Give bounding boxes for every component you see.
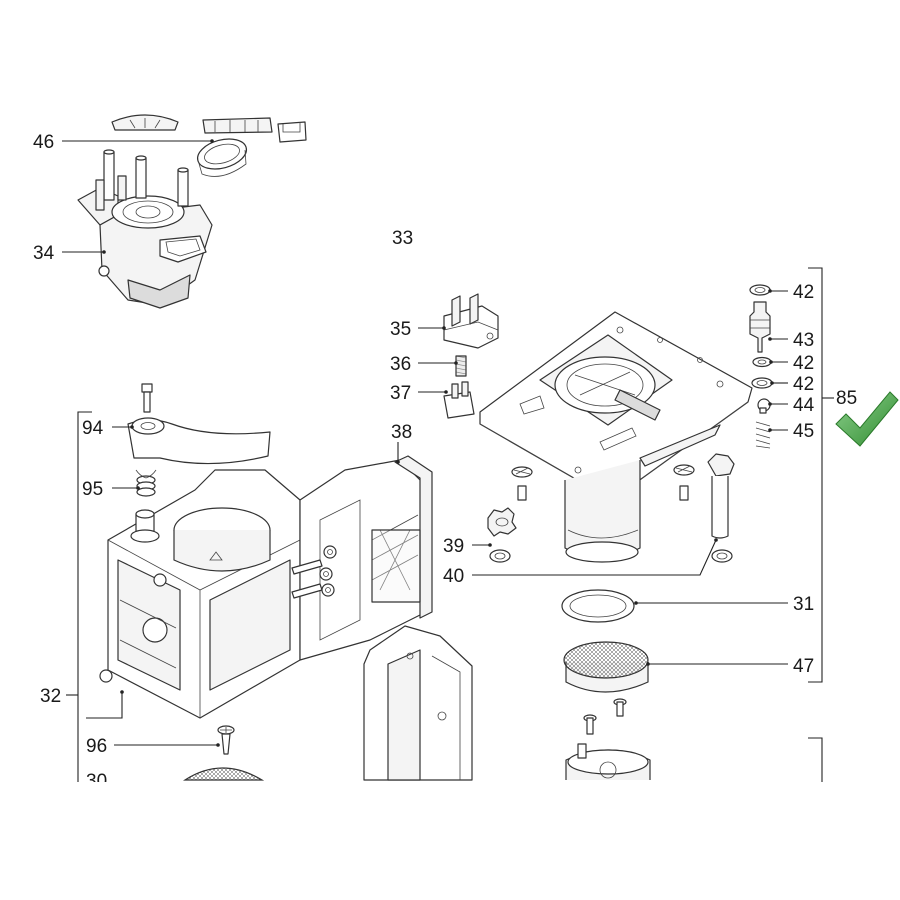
part-35-switch-bracket bbox=[443, 293, 499, 349]
callout-42-middle: 42 bbox=[793, 353, 814, 374]
frame-screws bbox=[291, 545, 337, 599]
bottom-crop-area bbox=[0, 782, 900, 900]
callout-95: 95 bbox=[82, 479, 103, 500]
part-96-screw bbox=[217, 725, 235, 755]
part-32-housing bbox=[99, 469, 301, 719]
part-47-mesh-filter bbox=[563, 641, 649, 693]
callout-31: 31 bbox=[793, 594, 814, 615]
main-cylinder bbox=[564, 460, 641, 563]
callout-96: 96 bbox=[86, 736, 107, 757]
callout-33: 33 bbox=[392, 228, 413, 249]
part-39-gear bbox=[487, 507, 517, 563]
callout-47: 47 bbox=[793, 656, 814, 677]
callout-37: 37 bbox=[390, 383, 411, 404]
leader-lines bbox=[62, 139, 834, 785]
main-mounting-plate bbox=[479, 311, 753, 501]
valve-stack-parts bbox=[749, 284, 773, 449]
small-fasteners bbox=[511, 464, 695, 501]
part-36-spring bbox=[455, 355, 467, 377]
callout-40: 40 bbox=[443, 566, 464, 587]
part-46-oval-seal bbox=[196, 138, 248, 177]
part-37-holder bbox=[443, 381, 475, 419]
callout-44: 44 bbox=[793, 395, 815, 416]
callout-36: 36 bbox=[390, 354, 411, 375]
filter-screws bbox=[583, 698, 627, 735]
callout-34: 34 bbox=[33, 243, 55, 264]
callout-38: 38 bbox=[391, 422, 412, 443]
callout-46: 46 bbox=[33, 132, 54, 153]
callout-42-bottom: 42 bbox=[793, 374, 814, 395]
top-partial-parts bbox=[111, 114, 307, 143]
bottom-right-motor bbox=[565, 743, 651, 780]
callout-42-top: 42 bbox=[793, 282, 814, 303]
callout-39: 39 bbox=[443, 536, 464, 557]
callout-35: 35 bbox=[390, 319, 411, 340]
part-38-side-frame bbox=[299, 455, 433, 661]
callout-43: 43 bbox=[793, 330, 814, 351]
callout-32: 32 bbox=[40, 686, 61, 707]
part-34-valve-body bbox=[77, 149, 213, 309]
callout-85: 85 bbox=[836, 388, 857, 409]
callout-94: 94 bbox=[82, 418, 104, 439]
part-94-lever bbox=[127, 383, 271, 465]
part-95-spring bbox=[135, 469, 157, 497]
part-31-ring bbox=[561, 589, 635, 623]
check-mark-icon bbox=[835, 391, 899, 447]
drive-shaft bbox=[707, 453, 735, 563]
callout-45: 45 bbox=[793, 421, 814, 442]
center-bottom-bracket bbox=[363, 625, 473, 781]
part-30-mesh bbox=[182, 767, 265, 781]
